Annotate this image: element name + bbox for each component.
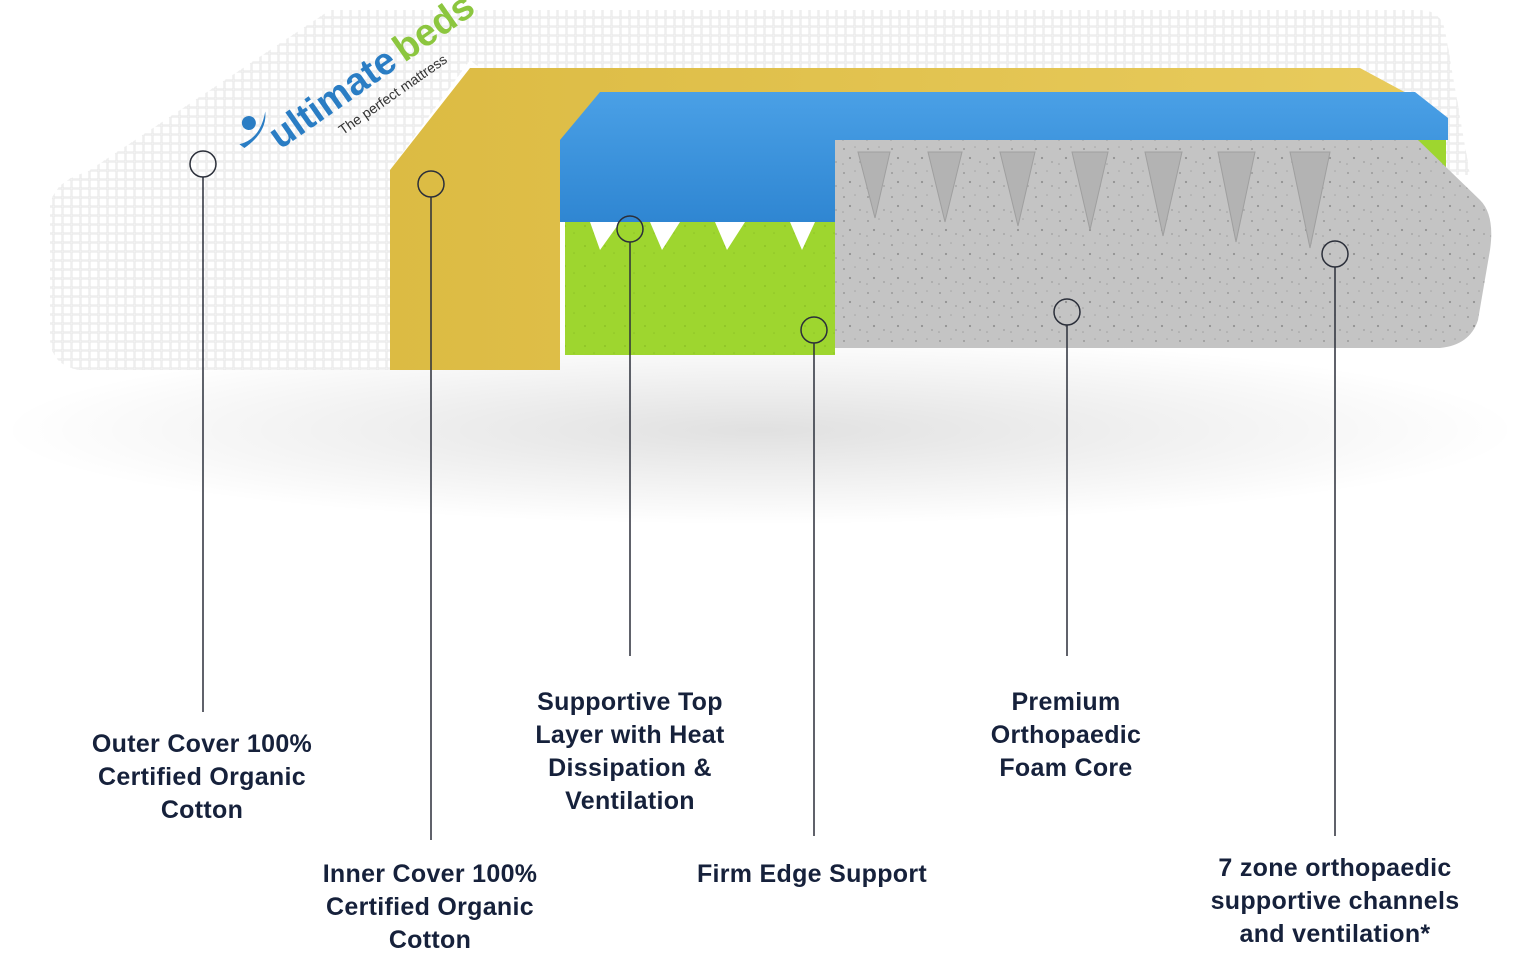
pointer-outer-cover (189, 150, 217, 712)
top-layer (560, 92, 1448, 222)
logo-figure-icon (241, 115, 256, 130)
label-foam-core: Premium Orthopaedic Foam Core (990, 688, 1142, 782)
floor-shadow (0, 335, 1520, 525)
label-top-layer: Supportive Top Layer with Heat Dissipati… (535, 688, 725, 815)
pointer-edge-support (800, 316, 828, 836)
label-edge-support: Firm Edge Support (696, 860, 928, 888)
edge-support-block (565, 222, 835, 355)
foam-core (835, 140, 1492, 348)
logo-swoosh-icon (239, 111, 266, 149)
pointer-top-layer (616, 215, 644, 656)
label-zone-channels: 7 zone orthopaedic supportive channels a… (1210, 854, 1460, 948)
outer-cover-front (50, 170, 390, 370)
pointer-zones (1321, 240, 1349, 836)
label-outer-cover: Outer Cover 100% Certified Organic Cotto… (91, 730, 313, 824)
zone-channels (857, 151, 1331, 249)
pointer-foam-core (1053, 298, 1081, 656)
leader-lines (189, 150, 1349, 840)
pointer-inner-cover (417, 170, 445, 840)
label-inner-cover: Inner Cover 100% Certified Organic Cotto… (322, 860, 538, 954)
